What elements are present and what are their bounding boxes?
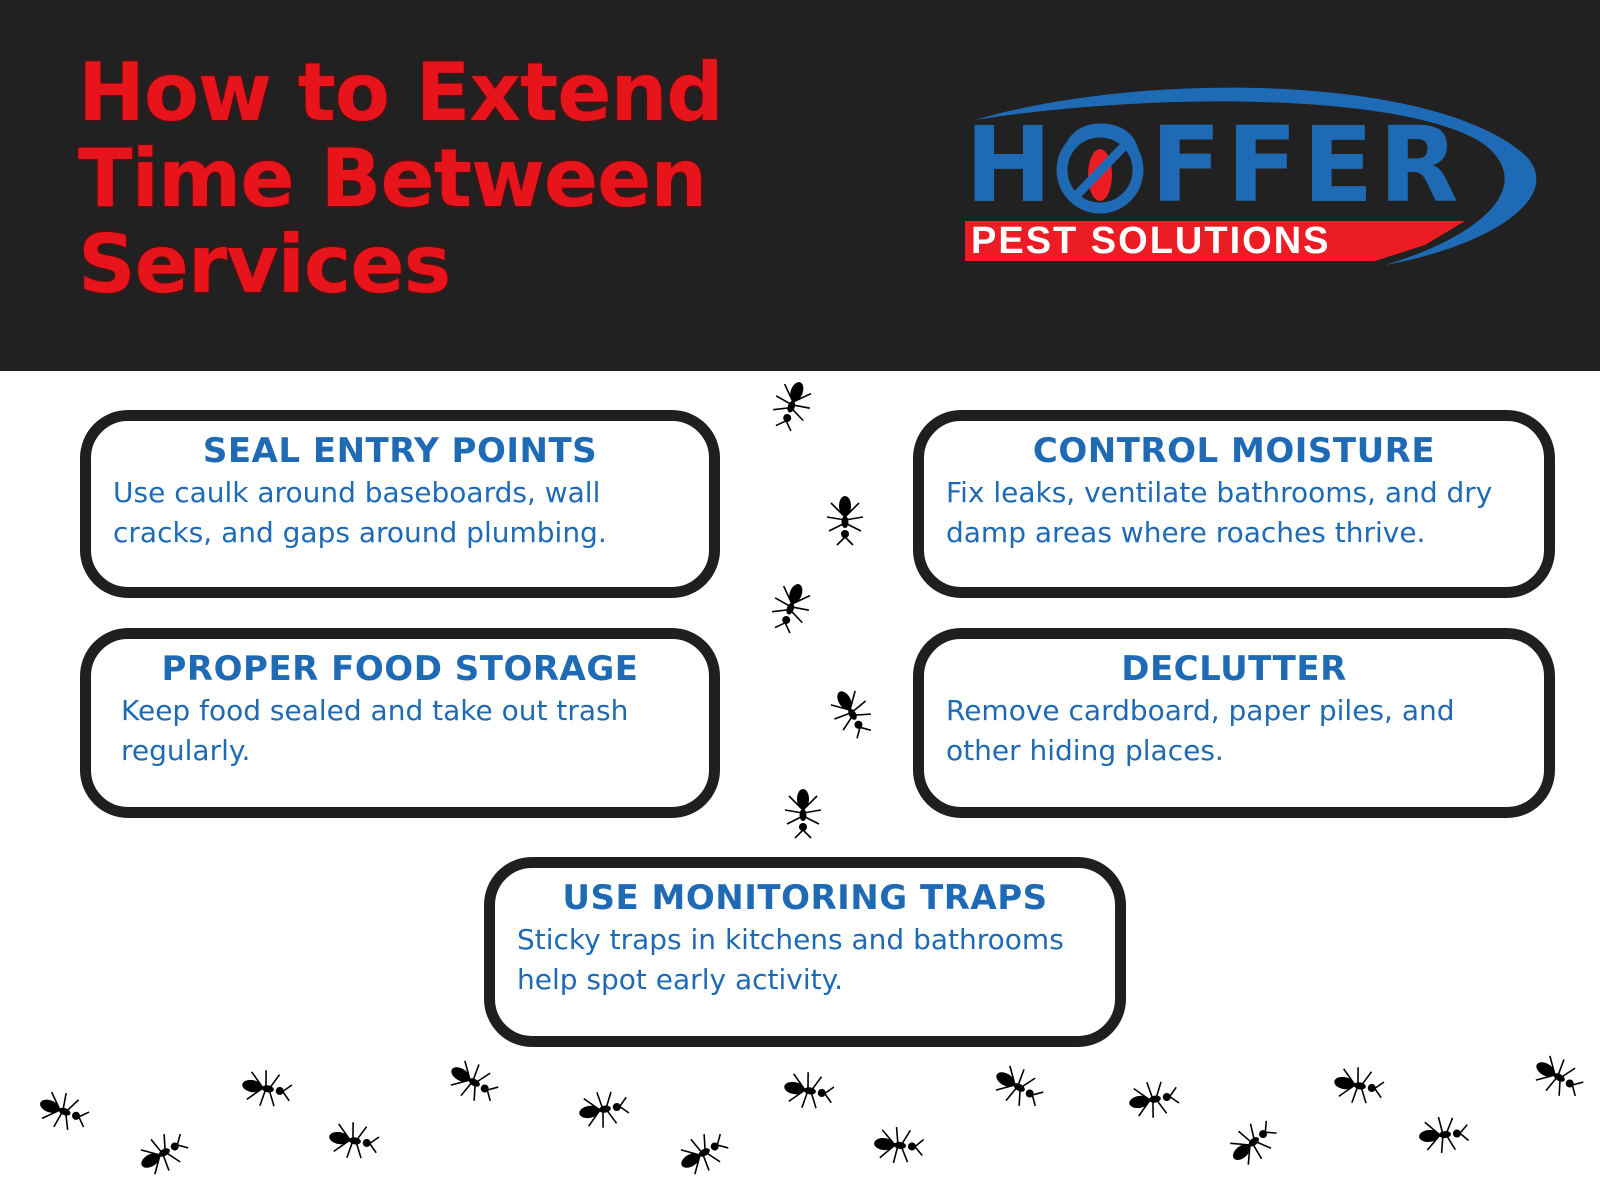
ant-icon [1115,1065,1185,1135]
title-line: Time Between [78,132,707,225]
tip-card-seal-entry-points: SEAL ENTRY POINTS Use caulk around baseb… [80,410,720,598]
tip-card-declutter: DECLUTTER Remove cardboard, paper piles,… [913,628,1555,818]
title-line: How to Extend [78,46,724,139]
logo-wordmark: HOFFER [965,113,1464,217]
tip-heading: SEAL ENTRY POINTS [202,431,598,471]
ant-icon [815,487,875,547]
ant-icon [228,1053,298,1123]
ant-icon [754,566,831,643]
ant-icon [1208,1103,1293,1188]
tip-heading: USE MONITORING TRAPS [562,878,1048,918]
header-banner: How to Extend Time Between Services HOFF… [0,0,1600,371]
tip-text: Sticky traps in kitchens and bathrooms h… [517,923,1064,996]
ant-icon [429,1039,511,1121]
ant-icon [315,1105,385,1175]
tip-heading: PROPER FOOD STORAGE [161,649,639,689]
ant-icon [659,1114,741,1196]
title-line: Services [78,218,451,311]
logo-swoosh [965,87,1537,265]
ant-icon [809,669,891,751]
tip-text: Fix leaks, ventilate bathrooms, and dry … [946,476,1493,549]
tip-heading: CONTROL MOISTURE [1032,431,1436,471]
hoffer-logo: HOFFER PEST SOLUTIONS [965,75,1555,275]
ant-icon [1407,1102,1472,1167]
no-roach-icon [1056,126,1144,214]
ant-icon [755,364,832,441]
ant-icon [862,1112,927,1177]
tip-heading: DECLUTTER [1121,649,1347,689]
ant-icon [565,1075,635,1145]
ant-icon [1514,1034,1596,1116]
page-title: How to Extend Time Between Services [78,46,724,311]
ant-icon [974,1044,1056,1126]
tip-card-food-storage: PROPER FOOD STORAGE Keep food sealed and… [80,628,720,818]
ant-icon [22,1072,99,1149]
tip-card-control-moisture: CONTROL MOISTURE Fix leaks, ventilate ba… [913,410,1555,598]
ant-icon [119,1114,201,1196]
tip-text: Use caulk around baseboards, wall cracks… [113,476,607,549]
tip-text: Keep food sealed and take out trash regu… [121,694,629,767]
tip-text: Remove cardboard, paper piles, and other… [946,694,1455,767]
ant-icon [773,780,833,840]
ant-icon [770,1055,840,1125]
logo-tagline: PEST SOLUTIONS [971,220,1331,262]
tip-card-monitoring-traps: USE MONITORING TRAPS Sticky traps in kit… [484,857,1126,1047]
ant-icon [1320,1050,1390,1120]
